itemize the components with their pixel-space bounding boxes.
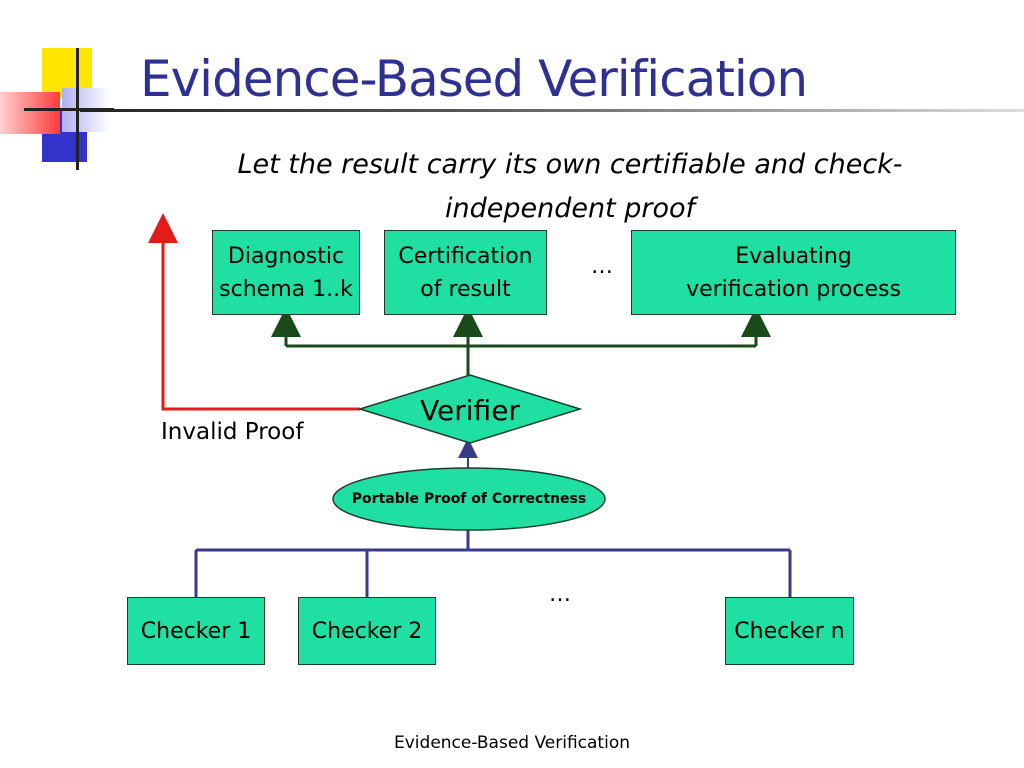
certification-box: Certification of result — [384, 230, 547, 315]
subtitle-text: Let the result carry its own certifiable… — [237, 149, 903, 224]
invalid-proof-connector — [148, 213, 360, 411]
checker-n-label: Checker n — [734, 618, 845, 644]
diagnostic-schema-box: Diagnostic schema 1..k — [212, 230, 360, 315]
portable-proof-node: Portable Proof of Correctness — [333, 484, 605, 514]
slide-subtitle: Let the result carry its own certifiable… — [150, 143, 990, 231]
checkers-to-proof-connector — [194, 530, 792, 597]
verifier-diamond — [357, 374, 583, 444]
portable-proof-ellipse — [332, 467, 606, 531]
evaluating-verification-label: Evaluating verification process — [686, 243, 901, 302]
portable-proof-label: Portable Proof of Correctness — [351, 491, 587, 507]
verifier-node: Verifier — [360, 388, 580, 432]
checker-n-box: Checker n — [725, 597, 854, 665]
invalid-proof-label: Invalid Proof — [161, 419, 304, 445]
verifier-to-outputs-connector — [271, 307, 771, 378]
outputs-ellipsis: … — [591, 254, 613, 279]
slide-footer: Evidence-Based Verification — [394, 733, 630, 753]
checkers-ellipsis: … — [549, 582, 571, 607]
checker-1-label: Checker 1 — [140, 618, 252, 644]
title-divider — [80, 109, 1024, 112]
verifier-label: Verifier — [420, 393, 520, 427]
evaluating-verification-box: Evaluating verification process — [631, 230, 956, 315]
certification-label: Certification of result — [398, 243, 533, 302]
checker-2-label: Checker 2 — [311, 618, 423, 644]
checker-2-box: Checker 2 — [298, 597, 436, 665]
diagnostic-schema-label: Diagnostic schema 1..k — [219, 243, 353, 302]
checker-1-box: Checker 1 — [127, 597, 265, 665]
slide-title: Evidence-Based Verification — [140, 50, 808, 108]
